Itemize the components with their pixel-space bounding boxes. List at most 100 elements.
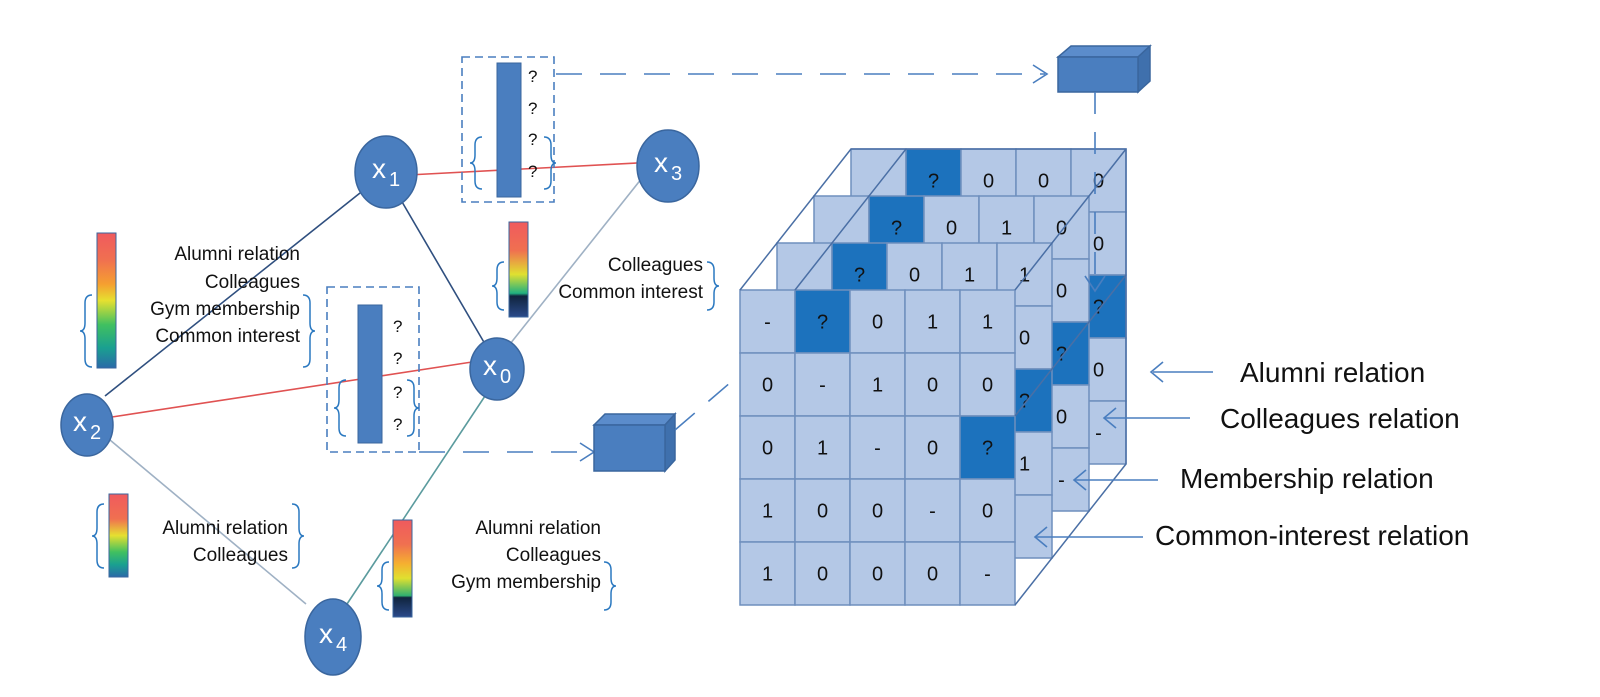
- brace-left: [333, 379, 347, 437]
- node-x2: x 2: [60, 393, 114, 457]
- tensor-cell-front-value: 0: [982, 501, 993, 523]
- edge-x2-x4: [109, 439, 307, 605]
- tensor-cell-slice2-value: 0: [1019, 328, 1030, 350]
- relation-text: Colleagues: [506, 545, 601, 566]
- tensor-cell-front: [739, 541, 796, 606]
- brace-left: [79, 294, 93, 368]
- tensor-cell-slice4-value: 0: [1038, 171, 1049, 193]
- tensor-cell-front-value: 0: [872, 501, 883, 523]
- tensor-cell-slice3-value: 1: [1001, 218, 1012, 240]
- tensor-cell-front: [739, 352, 796, 417]
- dashed-arrow: [674, 339, 781, 431]
- tensor-cell-slice3-value: ?: [1056, 344, 1067, 366]
- brace-right: [302, 294, 316, 368]
- vector-bar: [496, 62, 522, 198]
- graph-edges: [104, 162, 643, 605]
- color-bar: [108, 493, 129, 578]
- brace-right: [706, 261, 720, 311]
- tensor-edge: [1014, 463, 1127, 606]
- dashed-box: [326, 286, 420, 453]
- unknown-entry: ?: [393, 317, 402, 336]
- tensor-cell-slice2-value: 1: [1019, 454, 1030, 476]
- tensor-cell-front-value: 0: [817, 501, 828, 523]
- tensor-edge: [794, 148, 907, 291]
- tensor-cell-slice3-value: 0: [1056, 218, 1067, 240]
- tensor-cell-front: [959, 415, 1016, 480]
- edge-x1-x3: [407, 162, 638, 176]
- node-x4: x 4: [304, 598, 362, 676]
- unknown-entry: ?: [528, 67, 537, 86]
- edge-label-x1-x2: Alumni relation Colleagues Gym membershi…: [79, 232, 316, 369]
- tensor-cell-front: [904, 478, 961, 543]
- tensor-cell-front: [849, 352, 906, 417]
- dashed-box: [461, 56, 555, 203]
- tensor-cell-front-value: -: [764, 312, 771, 334]
- unknown-entry: ?: [393, 383, 402, 402]
- edge-x0-x3: [509, 177, 643, 345]
- tensor-cell-slice3-value: 0: [1056, 281, 1067, 303]
- tensor-cell-slice4-value: 0: [1093, 360, 1104, 382]
- brace-right: [543, 136, 557, 190]
- tensor-edge: [1014, 274, 1127, 417]
- relation-text: Common interest: [558, 282, 703, 303]
- relation-text: Common interest: [155, 326, 300, 347]
- unknown-entry: ?: [528, 99, 537, 118]
- tensor-edge: [739, 148, 852, 291]
- tensor-cell-slice3-value: 0: [946, 218, 957, 240]
- relation-labels: Alumni relation Colleagues relation Memb…: [1033, 357, 1469, 551]
- tensor-cell-front-value: 1: [982, 312, 993, 334]
- tensor-cell-slice2-value: ?: [854, 265, 865, 287]
- brace-left: [469, 136, 483, 190]
- node-x3: x 3: [636, 129, 700, 203]
- relation-text: Alumni relation: [162, 518, 288, 539]
- relation-text: Colleagues: [193, 545, 288, 566]
- node-subscript: 1: [389, 169, 400, 191]
- edge-label-x0-x3: Colleagues Common interest: [491, 221, 720, 318]
- relation-label-text: Alumni relation: [1240, 357, 1425, 388]
- relation-text: Gym membership: [150, 299, 300, 320]
- relation-text: Colleagues: [205, 272, 300, 293]
- unknown-vector-x2-x0: ? ? ? ?: [326, 286, 596, 462]
- tensor-cell-front-value: ?: [982, 438, 993, 460]
- color-bar: [96, 232, 117, 369]
- tensor-cell-front: [794, 415, 851, 480]
- relation-text: Colleagues: [608, 255, 703, 276]
- tensor-cell-front-value: -: [819, 375, 826, 397]
- unknown-entry: ?: [528, 130, 537, 149]
- tensor-cell-slice4-value: -: [1095, 423, 1102, 445]
- brace-left: [376, 561, 390, 611]
- tensor-cell-slice4-value: 0: [1093, 234, 1104, 256]
- embedding-block-bottom: [592, 330, 784, 473]
- node-label: x: [73, 406, 87, 437]
- tensor-cell-front-value: 0: [872, 564, 883, 586]
- tensor-cell-front-value: 0: [927, 438, 938, 460]
- tensor-back-frame: [851, 148, 1127, 464]
- relation-text: Alumni relation: [475, 518, 601, 539]
- node-label: x: [654, 147, 668, 178]
- relation-text: Alumni relation: [174, 244, 300, 265]
- tensor-cell-front-value: 0: [762, 375, 773, 397]
- unknown-entry: ?: [393, 349, 402, 368]
- tensor-cell-front-value: 0: [927, 564, 938, 586]
- tensor-cell-slice3-value: 0: [1056, 407, 1067, 429]
- tensor-cell-slice3-value: ?: [891, 218, 902, 240]
- tensor-cell-front-value: -: [984, 564, 991, 586]
- node-subscript: 0: [500, 366, 511, 388]
- node-label: x: [319, 618, 333, 649]
- tensor-cell-slice2-value: 0: [909, 265, 920, 287]
- tensor-cell-front-value: -: [929, 501, 936, 523]
- tensor-edge: [1014, 148, 1127, 291]
- tensor-cell-slice4-value: ?: [1093, 297, 1104, 319]
- color-bar: [392, 519, 413, 618]
- tensor-cell-front-value: 0: [927, 375, 938, 397]
- graph-nodes: x 1 x 3 x 0 x 2 x 4: [60, 129, 700, 676]
- tensor-cell-front: [904, 541, 961, 606]
- brace-left: [491, 261, 505, 311]
- tensor-cell-slice4-value: 0: [983, 171, 994, 193]
- relation-text: Gym membership: [451, 572, 601, 593]
- tensor-cell-front-value: 0: [817, 564, 828, 586]
- tensor-cell-front: [959, 541, 1016, 606]
- node-subscript: 4: [336, 634, 347, 656]
- tensor-cell-front-value: 1: [762, 564, 773, 586]
